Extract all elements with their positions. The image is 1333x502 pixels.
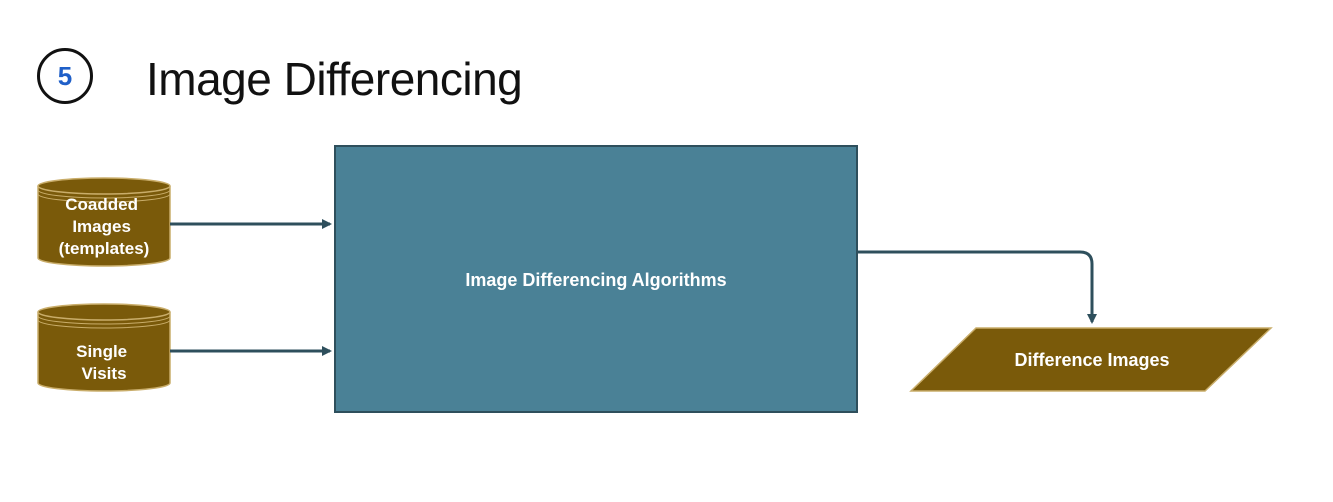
page-title: Image Differencing [146,53,523,105]
single-visits-label-line: Single [76,342,127,361]
coadded-label-line: Images [72,217,131,236]
coadded-label: Coadded Images (templates) [59,195,150,258]
database-single-visits: Single Visits [37,303,171,392]
output-label: Difference Images [1014,350,1169,370]
single-visits-label-line: Visits [81,364,126,383]
database-coadded-images: Coadded Images (templates) [37,177,171,267]
single-visits-label: Single Visits [76,342,132,383]
arrow-process-to-output [857,250,1097,324]
step-number-badge: 5 [37,48,93,104]
step-number: 5 [57,60,73,91]
coadded-label-line: Coadded [65,195,138,214]
output-data-shape: Difference Images [909,327,1273,392]
process-box: Image Differencing Algorithms [334,145,858,413]
coadded-label-line: (templates) [59,239,150,258]
slide-header: 5 Image Differencing [0,0,1333,130]
process-label: Image Differencing Algorithms [465,270,726,290]
